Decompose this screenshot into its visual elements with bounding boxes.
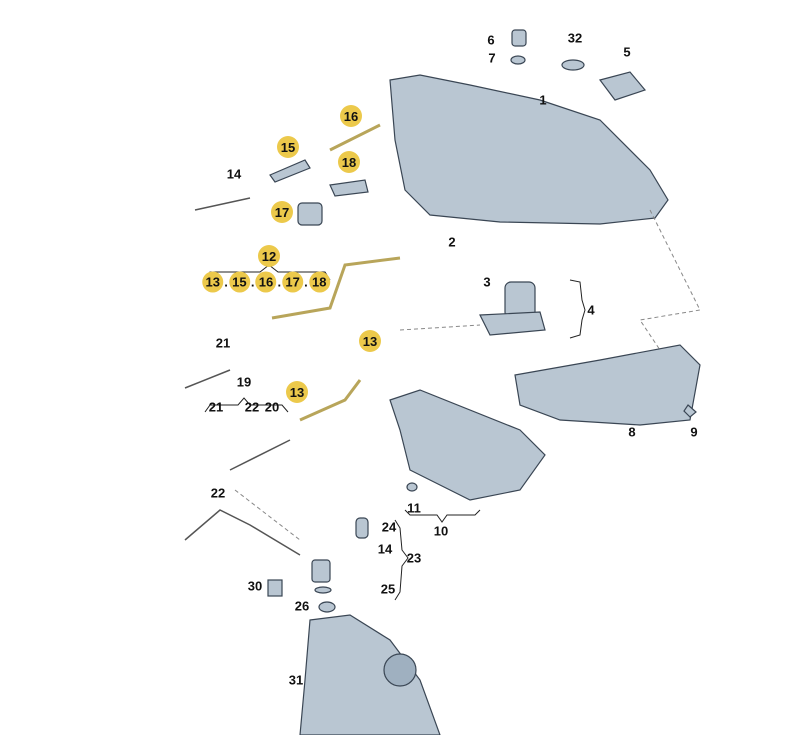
bolt-9 xyxy=(683,404,697,418)
valve-17 xyxy=(297,202,323,226)
pump-bracket xyxy=(479,311,546,336)
fuel-tank xyxy=(389,74,669,225)
callout-20[interactable]: 20 xyxy=(264,399,280,415)
callout-30[interactable]: 30 xyxy=(247,578,263,594)
breather-line xyxy=(299,379,362,422)
callout-12[interactable]: 12 xyxy=(258,245,280,267)
callout-23[interactable]: 23 xyxy=(406,550,422,566)
ring-7 xyxy=(510,55,526,65)
sender-32 xyxy=(561,59,585,71)
callout-31[interactable]: 31 xyxy=(288,672,304,688)
seal-25 xyxy=(314,586,332,594)
callout-8[interactable]: 8 xyxy=(628,424,636,440)
group-item-13[interactable]: 13 xyxy=(202,271,224,293)
callout-10[interactable]: 10 xyxy=(433,523,449,539)
callout-17[interactable]: 17 xyxy=(271,201,293,223)
callout-15[interactable]: 15 xyxy=(277,136,299,158)
callout-32[interactable]: 32 xyxy=(567,30,583,46)
tray xyxy=(389,389,546,501)
callout-18[interactable]: 18 xyxy=(338,151,360,173)
connector-30 xyxy=(267,579,283,597)
callout-2[interactable]: 2 xyxy=(448,234,456,250)
sensor-24 xyxy=(355,517,369,539)
callout-22-group[interactable]: 22 xyxy=(244,399,260,415)
callout-11[interactable]: 11 xyxy=(407,500,421,516)
callout-24[interactable]: 24 xyxy=(381,519,397,535)
fuel-line xyxy=(271,256,401,320)
cap-6 xyxy=(511,29,527,47)
callout-6[interactable]: 6 xyxy=(487,32,495,48)
group-item-17[interactable]: 17 xyxy=(282,271,304,293)
callout-21-group[interactable]: 21 xyxy=(208,399,224,415)
callout-21[interactable]: 21 xyxy=(215,335,231,351)
callout-group-12: 13. 15. 16. 17. 18 xyxy=(202,271,330,293)
clip-11 xyxy=(406,482,418,492)
callout-13[interactable]: 13 xyxy=(359,330,381,352)
valve-body-23 xyxy=(311,559,331,583)
callout-26[interactable]: 26 xyxy=(294,598,310,614)
callout-14[interactable]: 14 xyxy=(226,166,242,182)
group-item-16[interactable]: 16 xyxy=(255,271,277,293)
group-item-18[interactable]: 18 xyxy=(308,271,330,293)
callout-5[interactable]: 5 xyxy=(623,44,631,60)
callout-13-lower[interactable]: 13 xyxy=(286,381,308,403)
bracket-18 xyxy=(329,179,369,197)
callout-16[interactable]: 16 xyxy=(340,105,362,127)
bracket-15 xyxy=(269,159,311,183)
cover-5 xyxy=(598,71,647,101)
callout-25[interactable]: 25 xyxy=(380,581,396,597)
callout-7[interactable]: 7 xyxy=(488,50,496,66)
callout-19[interactable]: 19 xyxy=(236,374,252,390)
callout-4[interactable]: 4 xyxy=(587,302,595,318)
pump-31 xyxy=(299,614,441,735)
callout-9[interactable]: 9 xyxy=(690,424,698,440)
heat-shield xyxy=(514,344,701,426)
callout-22[interactable]: 22 xyxy=(210,485,226,501)
callout-14-lower[interactable]: 14 xyxy=(377,541,393,557)
callout-3[interactable]: 3 xyxy=(483,274,491,290)
callout-1[interactable]: 1 xyxy=(539,92,547,108)
group-item-15[interactable]: 15 xyxy=(228,271,250,293)
clamp-26 xyxy=(318,601,336,613)
